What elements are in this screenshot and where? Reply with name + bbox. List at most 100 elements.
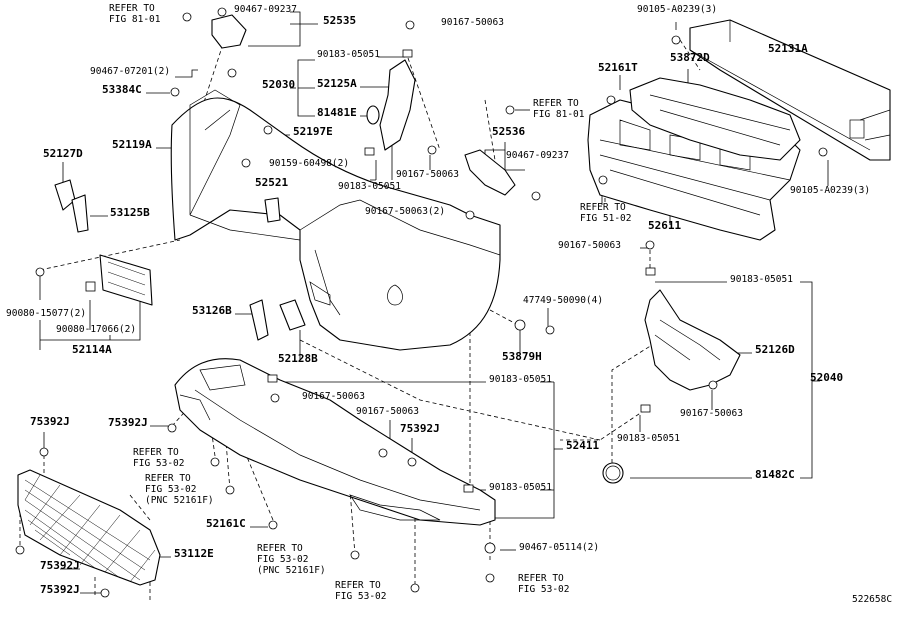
label-line: (PNC 52161F) — [257, 565, 326, 576]
label-53112E: 53112E — [174, 547, 214, 560]
label-52126D: 52126D — [755, 343, 795, 356]
label-line: 53112E — [174, 547, 214, 560]
label-53879H: 53879H — [502, 350, 542, 363]
label-line: 90183-05051 — [489, 374, 552, 385]
label-line: 75392J — [40, 559, 80, 572]
label-line: 47749-50090(4) — [523, 295, 603, 306]
label-line: 52611 — [648, 219, 681, 232]
label-90167-50063-e: 90167-50063 — [302, 391, 365, 402]
piece-53126B — [249, 299, 269, 341]
label-line: 90167-50063 — [680, 408, 743, 419]
label-line: FIG 53-02 — [133, 458, 184, 469]
label-line: 75392J — [40, 583, 80, 596]
label-90159-60498: 90159-60498(2) — [269, 158, 349, 169]
label-line: 81482C — [755, 468, 795, 481]
label-line: 75392J — [108, 416, 148, 429]
label-line: 90183-05051 — [489, 482, 552, 493]
label-90167-50063-g: 90167-50063 — [680, 408, 743, 419]
label-line: 52128B — [278, 352, 318, 365]
label-line: 90183-05051 — [317, 49, 380, 60]
label-53126B: 53126B — [192, 304, 232, 317]
label-line: 90467-07201(2) — [90, 66, 170, 77]
label-90183-05051-b: 90183-05051 — [338, 181, 401, 192]
retainer-52125A — [379, 59, 416, 151]
label-line: 75392J — [30, 415, 70, 428]
label-line: 90159-60498(2) — [269, 158, 349, 169]
retainer-52535 — [211, 14, 247, 49]
label-90167-50063-a: 90167-50063 — [441, 17, 504, 28]
label-line: 81481E — [317, 106, 357, 119]
label-90183-05051-f: 90183-05051 — [489, 482, 552, 493]
label-line: REFER TO — [335, 580, 381, 591]
label-line: FIG 81-01 — [533, 109, 585, 120]
label-line: 75392J — [400, 422, 440, 435]
label-52536: 52536 — [492, 125, 525, 138]
diagram-id: 522658C — [852, 594, 892, 605]
lower-bumper — [174, 358, 496, 526]
label-81481E: 81481E — [317, 106, 357, 119]
label-75392J-c: 75392J — [400, 422, 440, 435]
label-line: 52161C — [206, 517, 246, 530]
label-line: FIG 51-02 — [580, 213, 631, 224]
upper-absorber — [629, 77, 801, 161]
side-support — [644, 289, 741, 391]
label-line: 90167-50063(2) — [365, 206, 445, 217]
label-line: 90467-05114(2) — [519, 542, 599, 553]
piece-52127D — [54, 179, 76, 211]
label-52411: 52411 — [566, 439, 599, 452]
label-line: 90467-09237 — [506, 150, 569, 161]
label-75392J-b: 75392J — [108, 416, 148, 429]
label-75392J-a: 75392J — [30, 415, 70, 428]
label-52611: 52611 — [648, 219, 681, 232]
retainer-52536 — [464, 149, 516, 196]
label-line: 52114A — [72, 343, 112, 356]
label-75392J-e: 75392J — [40, 583, 80, 596]
piece-53125B — [71, 194, 89, 233]
label-90080-17066: 90080-17066(2) — [56, 324, 136, 335]
label-52127D: 52127D — [43, 147, 83, 160]
label-line: REFER TO — [133, 447, 179, 458]
label-line: 52125A — [317, 77, 357, 90]
label-line: FIG 53-02 — [257, 554, 308, 565]
label-line: 52126D — [755, 343, 795, 356]
label-90183-05051-d: 90183-05051 — [489, 374, 552, 385]
label-90183-05051-e: 90183-05051 — [617, 433, 680, 444]
piece-52521 — [264, 197, 281, 223]
label-90167-50063-c: 90167-50063(2) — [365, 206, 445, 217]
label-90105-A0239-b: 90105-A0239(3) — [790, 185, 870, 196]
label-line: 52030 — [262, 78, 295, 91]
label-line: 52131A — [768, 42, 808, 55]
lower-grille — [17, 469, 161, 586]
label-53125B: 53125B — [110, 206, 150, 219]
label-line: 90105-A0239(3) — [637, 4, 717, 15]
label-53872D: 53872D — [670, 51, 710, 64]
label-81482C: 81482C — [755, 468, 795, 481]
label-line: 90167-50063 — [302, 391, 365, 402]
label-75392J-d: 75392J — [40, 559, 80, 572]
label-52131A: 52131A — [768, 42, 808, 55]
label-line: 90183-05051 — [730, 274, 793, 285]
label-line: 90183-05051 — [338, 181, 401, 192]
label-90105-A0239-a: 90105-A0239(3) — [637, 4, 717, 15]
label-52030: 52030 — [262, 78, 295, 91]
label-line: 52197E — [293, 125, 333, 138]
piece-52128B — [279, 299, 306, 331]
label-90167-50063-f: 90167-50063 — [356, 406, 419, 417]
fasteners — [15, 7, 828, 598]
label-52521: 52521 — [255, 176, 288, 189]
label-line: 52536 — [492, 125, 525, 138]
label-90183-05051-c: 90183-05051 — [730, 274, 793, 285]
label-47749-50090: 47749-50090(4) — [523, 295, 603, 306]
label-53384C: 53384C — [102, 83, 142, 96]
label-line: 90167-50063 — [558, 240, 621, 251]
label-line: 52127D — [43, 147, 83, 160]
label-line: 52161T — [598, 61, 638, 74]
label-line: 53125B — [110, 206, 150, 219]
